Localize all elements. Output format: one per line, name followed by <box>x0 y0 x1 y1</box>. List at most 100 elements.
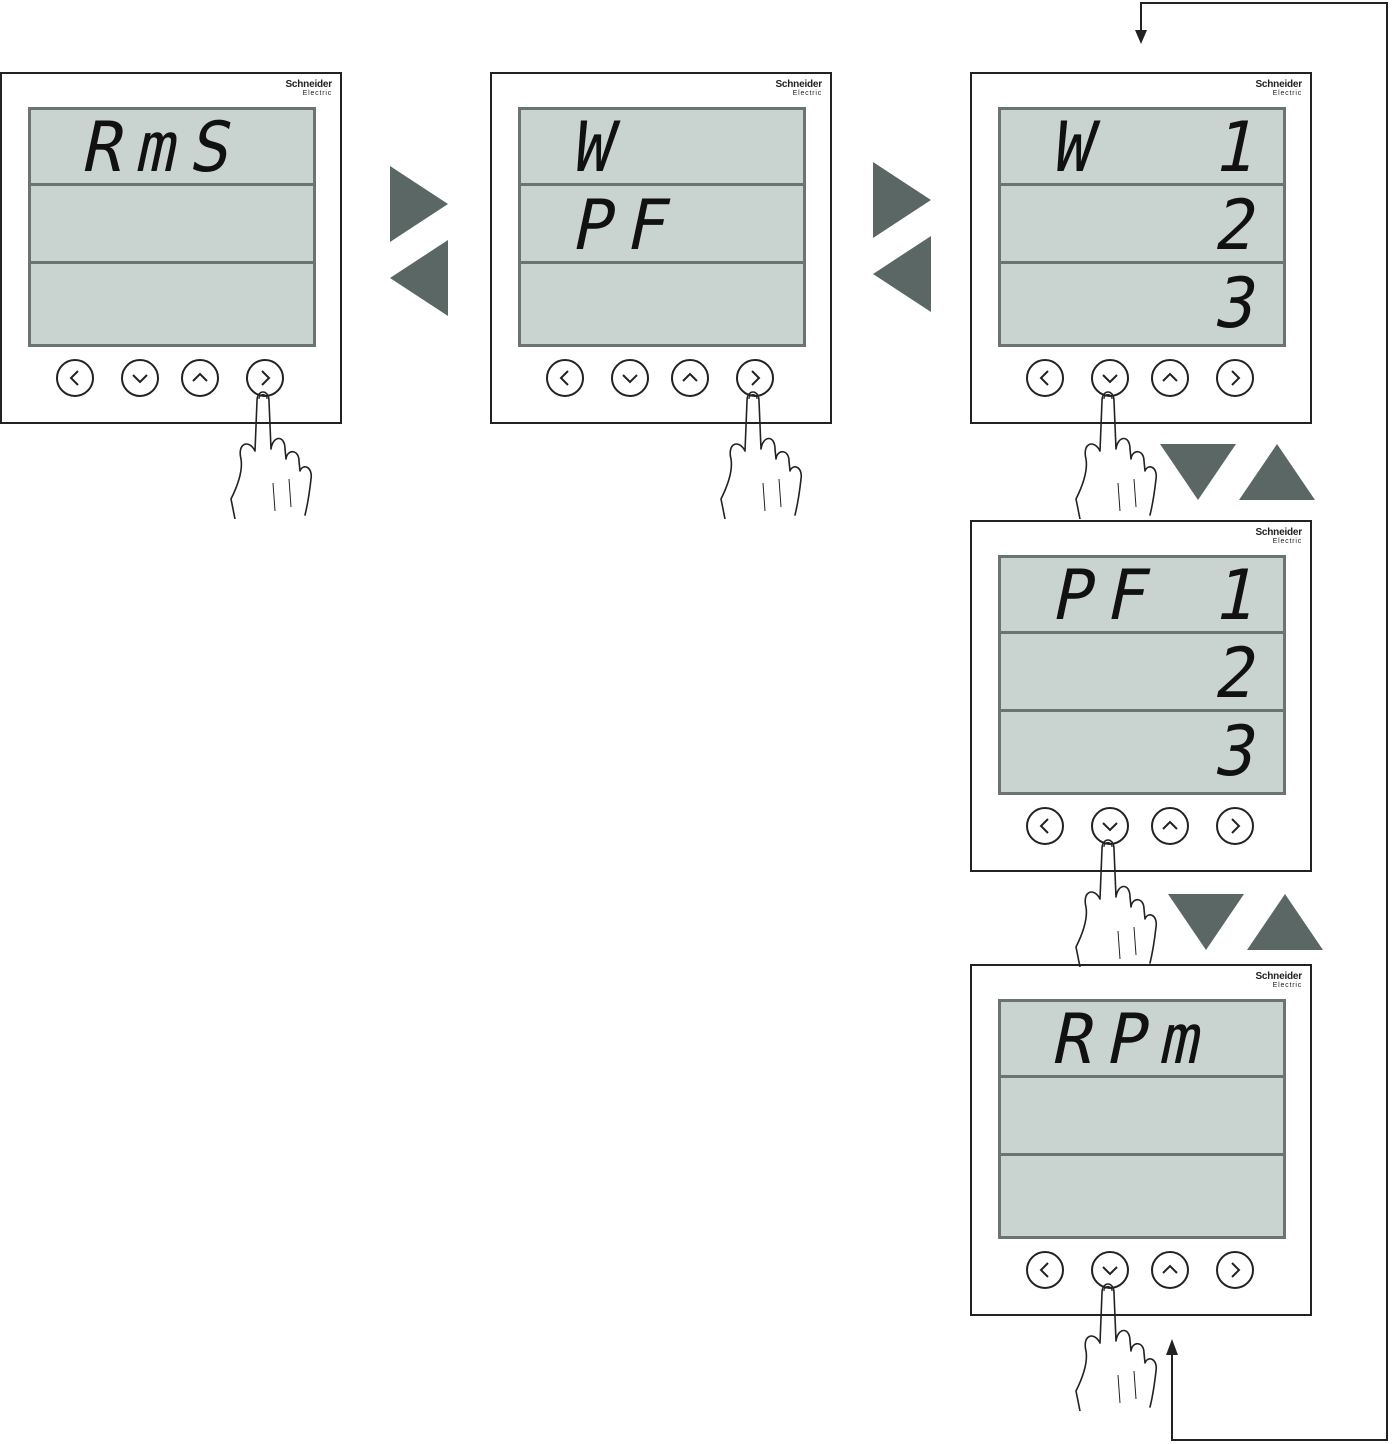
chevron-up-icon <box>682 372 698 382</box>
left-button[interactable] <box>546 359 584 397</box>
right-button[interactable] <box>1216 359 1254 397</box>
right-button[interactable] <box>736 359 774 397</box>
lcd-row-right-text: 1 <box>1208 555 1266 636</box>
brand-line1: Schneider <box>285 79 332 90</box>
left-button[interactable] <box>56 359 94 397</box>
chevron-up-icon <box>192 372 208 382</box>
chevron-left-icon <box>1039 370 1049 386</box>
lcd-row: 2 <box>1001 185 1283 266</box>
chevron-right-icon <box>1231 818 1241 834</box>
pointing-hand-icon <box>1075 839 1158 967</box>
up-button[interactable] <box>1151 359 1189 397</box>
lcd-row: RPm <box>1001 999 1283 1080</box>
chevron-right-icon <box>751 370 761 386</box>
right-button[interactable] <box>1216 1251 1254 1289</box>
lcd-row <box>31 188 313 264</box>
nav-triangle-icon <box>873 236 931 312</box>
chevron-left-icon <box>69 370 79 386</box>
nav-triangle-icon <box>1168 894 1244 950</box>
lcd-display: RPm <box>998 999 1286 1239</box>
lcd-row-right-text: 2 <box>1208 185 1266 266</box>
lcd-row-right-text: 3 <box>1208 263 1266 344</box>
lcd-row <box>1001 1080 1283 1156</box>
chevron-down-icon <box>1102 374 1118 384</box>
brand-logo: Schneider Electric <box>775 80 822 98</box>
brand-line2: Electric <box>1272 982 1302 989</box>
brand-logo: Schneider Electric <box>285 79 332 98</box>
right-button[interactable] <box>1216 807 1254 845</box>
down-button[interactable] <box>1091 359 1129 397</box>
up-button[interactable] <box>1151 807 1189 845</box>
lcd-display: W PF <box>518 107 806 347</box>
lcd-row-right-text: 3 <box>1208 711 1266 792</box>
up-button[interactable] <box>181 359 219 397</box>
nav-triangle-icon <box>390 240 448 316</box>
brand-line1: Schneider <box>1255 527 1302 538</box>
lcd-row-left-text: W <box>1046 107 1118 188</box>
lcd-row: 3 <box>1001 263 1283 344</box>
left-button[interactable] <box>1026 359 1064 397</box>
lcd-row: 2 <box>1001 633 1283 714</box>
pointing-hand-icon <box>720 391 803 519</box>
down-button[interactable] <box>1091 1251 1129 1289</box>
lcd-row: RmS <box>31 107 313 188</box>
meter-panel-w-pf: Schneider Electric W PF <box>490 72 832 424</box>
button-bar <box>1026 807 1266 851</box>
chevron-up-icon <box>1162 372 1178 382</box>
chevron-left-icon <box>1039 818 1049 834</box>
lcd-display: PF 1 2 3 <box>998 555 1286 795</box>
lcd-display: RmS <box>28 107 316 347</box>
lcd-row: W 1 <box>1001 107 1283 188</box>
meter-panel-rms: Schneider Electric RmS <box>0 72 342 424</box>
nav-triangle-icon <box>1160 444 1236 500</box>
lcd-display: W 1 2 3 <box>998 107 1286 347</box>
lcd-row: PF 1 <box>1001 555 1283 636</box>
nav-triangle-icon <box>390 166 448 242</box>
pointing-hand-icon <box>1075 391 1158 519</box>
chevron-right-icon <box>1231 370 1241 386</box>
right-button[interactable] <box>246 359 284 397</box>
lcd-row-left-text: PF <box>566 185 692 266</box>
brand-line2: Electric <box>792 90 822 97</box>
chevron-down-icon <box>132 374 148 384</box>
lcd-row <box>521 266 803 342</box>
button-bar <box>1026 1251 1266 1295</box>
chevron-up-icon <box>1162 1264 1178 1274</box>
nav-triangle-icon <box>1239 444 1315 500</box>
meter-panel-w-123: Schneider Electric W 1 2 3 <box>970 72 1312 424</box>
down-button[interactable] <box>1091 807 1129 845</box>
lcd-row: PF <box>521 185 803 266</box>
chevron-down-icon <box>1102 1266 1118 1276</box>
up-button[interactable] <box>671 359 709 397</box>
brand-logo: Schneider Electric <box>1255 79 1302 98</box>
chevron-right-icon <box>1231 1262 1241 1278</box>
pointing-hand-icon <box>230 391 313 519</box>
button-bar <box>1026 359 1266 403</box>
meter-panel-pf-123: Schneider Electric PF 1 2 3 <box>970 520 1312 872</box>
lcd-row: 3 <box>1001 711 1283 792</box>
brand-line1: Schneider <box>1255 79 1302 90</box>
lcd-row-left-text: RmS <box>76 107 255 188</box>
lcd-row-left-text: PF <box>1046 555 1172 636</box>
brand-line2: Electric <box>302 90 332 97</box>
chevron-down-icon <box>622 374 638 384</box>
button-bar <box>56 359 296 403</box>
down-button[interactable] <box>121 359 159 397</box>
chevron-left-icon <box>559 370 569 386</box>
chevron-up-icon <box>1162 820 1178 830</box>
lcd-row-right-text: 2 <box>1208 633 1266 714</box>
nav-triangle-icon <box>873 162 931 238</box>
up-button[interactable] <box>1151 1251 1189 1289</box>
lcd-row-right-text: 1 <box>1208 107 1266 188</box>
brand-line1: Schneider <box>1255 971 1302 982</box>
left-button[interactable] <box>1026 807 1064 845</box>
chevron-right-icon <box>261 370 271 386</box>
pointing-hand-icon <box>1075 1283 1158 1411</box>
brand-line2: Electric <box>1272 90 1302 97</box>
left-button[interactable] <box>1026 1251 1064 1289</box>
lcd-row-left-text: W <box>566 107 638 188</box>
down-button[interactable] <box>611 359 649 397</box>
lcd-row <box>31 266 313 342</box>
brand-logo: Schneider Electric <box>1255 971 1302 990</box>
button-bar <box>546 359 786 403</box>
